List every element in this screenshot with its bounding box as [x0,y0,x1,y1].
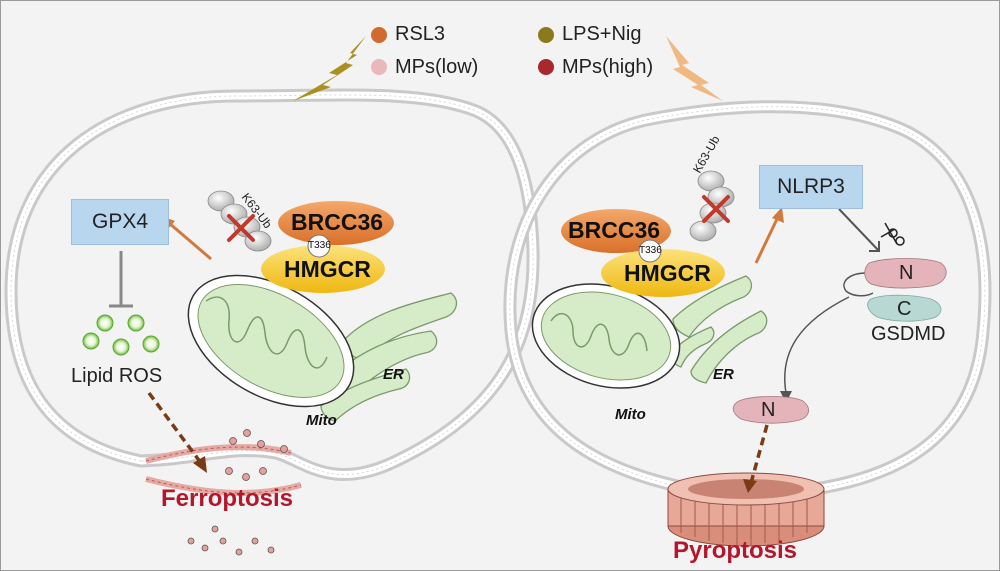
lipid-ros-label: Lipid ROS [71,365,163,387]
right-mitochondria [531,283,681,389]
right-er-label: ER [713,366,734,383]
right-t336-site [638,239,662,263]
right-brcc36-label: BRCC36 [568,217,661,243]
left-arrow-to-ferroptosis [147,391,207,473]
right-hmgcr [601,249,725,297]
left-inhibit-cross [227,214,255,242]
left-er-label: ER [383,366,404,383]
legend-dot-mps-high [538,59,554,75]
right-cell-membrane [503,100,992,500]
gsdmd-pore [667,472,825,547]
left-ubiquitin-chain [207,190,272,252]
lipid-ros-bubbles [82,314,160,356]
gsdmd-c-label: C [897,298,912,320]
right-arrow-to-pyroptosis [743,424,769,493]
left-t336-label: T336 [308,240,331,251]
gsdmd-n-cleaved-label: N [761,399,776,421]
left-hmgcr [261,245,385,293]
left-hmgcr-label: HMGCR [284,256,371,282]
left-cell-membrane [4,88,540,481]
legend-label-lps-nig: LPS+Nig [562,23,642,45]
right-hmgcr-label: HMGCR [624,260,711,286]
right-t336-label: T336 [639,245,662,256]
right-inhibit-to-gsdmd [838,208,880,252]
gpx4-box: GPX4 [71,199,169,245]
right-arrow-cleavage [780,296,850,403]
left-brcc36 [278,201,394,245]
right-mito-label: Mito [615,406,646,423]
legend-label-mps-high: MPs(high) [562,56,654,78]
nlrp3-box: NLRP3 [759,165,863,209]
gsdmd-full [843,258,947,322]
legend-dot-mps-low [371,59,387,75]
legend-label-mps-low: MPs(low) [395,56,479,78]
nlrp3-label: NLRP3 [777,175,845,198]
legend-dots [371,27,554,75]
right-inhibit-cross [702,195,730,223]
gsdmd-n-label: N [899,262,914,284]
gsdmd-label: GSDMD [871,323,946,345]
left-t336-site [307,234,331,258]
gpx4-label: GPX4 [91,210,149,233]
left-inhibit-gpx4-ros [109,251,133,308]
right-arrow-to-nlrp3 [754,207,784,264]
left-mito-label: Mito [306,412,337,429]
ferroptosis-label: Ferroptosis [161,485,294,512]
left-er [320,292,458,422]
lightning-bolt-right [666,36,723,101]
lipid-debris [187,429,288,556]
gsdmd-n-cleaved [732,396,809,424]
legend-label-rsl3: RSL3 [395,23,446,45]
scissors-icon [880,222,905,246]
legend-dot-rsl3 [371,27,387,43]
left-brcc36-label: BRCC36 [291,209,384,235]
ferroptosis-rupture [145,444,302,496]
right-er [670,275,768,384]
legend-dot-lps-nig [538,27,554,43]
pyroptosis-label: Pyroptosis [673,537,798,564]
left-mitochondria [187,274,355,408]
